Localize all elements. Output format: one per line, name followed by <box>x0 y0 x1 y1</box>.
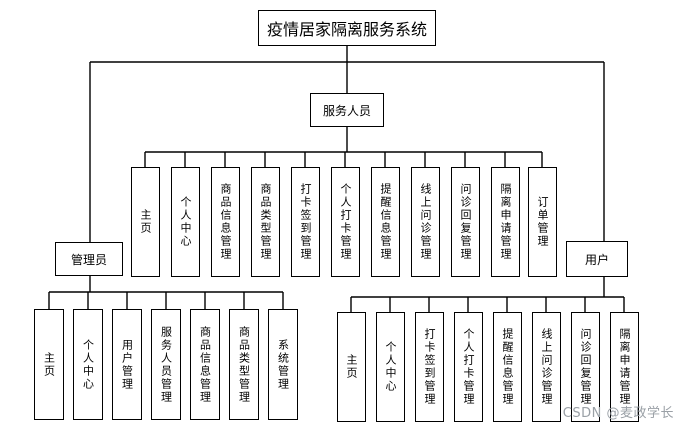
service-item-personal-checkin: 个人打卡管理 <box>331 167 360 277</box>
service-item-label: 打卡签到管理 <box>299 183 312 261</box>
admin-item-goods-type: 商品类型管理 <box>229 309 259 420</box>
service-item-label: 线上问诊管理 <box>419 183 432 261</box>
service-item-label: 主页 <box>139 209 152 235</box>
admin-label: 管理员 <box>70 252 107 267</box>
user-item-online-consult: 线上问诊管理 <box>532 312 561 422</box>
watermark: CSDN @麦政学长 <box>562 406 674 421</box>
admin-item-profile: 个人中心 <box>73 309 103 420</box>
user-item-reminder: 提醒信息管理 <box>493 312 522 422</box>
service-item-online-consult: 线上问诊管理 <box>411 167 440 277</box>
admin-node: 管理员 <box>55 242 123 276</box>
root-node: 疫情居家隔离服务系统 <box>258 10 436 46</box>
service-item-label: 个人中心 <box>179 196 192 248</box>
service-item-orders: 订单管理 <box>528 167 557 277</box>
service-item-reminder: 提醒信息管理 <box>371 167 400 277</box>
admin-item-service-staff: 服务人员管理 <box>151 309 181 420</box>
user-item-label: 主页 <box>345 354 358 380</box>
service-item-goods-type: 商品类型管理 <box>251 167 280 277</box>
service-staff-label: 服务人员 <box>322 103 371 118</box>
service-item-label: 问诊回复管理 <box>459 183 472 261</box>
admin-item-users: 用户管理 <box>112 309 142 420</box>
admin-item-goods-info: 商品信息管理 <box>190 309 220 420</box>
user-item-label: 线上问诊管理 <box>540 328 553 406</box>
user-item-label: 个人中心 <box>384 341 397 393</box>
user-item-checkin: 打卡签到管理 <box>415 312 444 422</box>
service-item-label: 隔离申请管理 <box>499 183 512 261</box>
service-item-goods-info: 商品信息管理 <box>211 167 240 277</box>
service-item-profile: 个人中心 <box>171 167 200 277</box>
user-item-home: 主页 <box>337 312 366 422</box>
service-item-label: 商品类型管理 <box>259 183 272 261</box>
service-item-home: 主页 <box>131 167 160 277</box>
admin-item-label: 用户管理 <box>120 338 134 391</box>
user-item-isolation-request: 隔离申请管理 <box>610 312 639 422</box>
user-item-label: 个人打卡管理 <box>462 328 475 406</box>
user-item-label: 问诊回复管理 <box>579 328 592 406</box>
user-item-label: 打卡签到管理 <box>423 328 436 406</box>
user-item-label: 提醒信息管理 <box>501 328 514 406</box>
user-item-consult-reply: 问诊回复管理 <box>571 312 600 422</box>
service-item-label: 订单管理 <box>536 196 549 248</box>
admin-item-system: 系统管理 <box>268 309 298 420</box>
user-item-label: 隔离申请管理 <box>618 328 631 406</box>
service-item-label: 商品信息管理 <box>219 183 232 261</box>
admin-item-label: 商品信息管理 <box>198 325 212 404</box>
service-item-label: 提醒信息管理 <box>379 183 392 261</box>
admin-item-label: 个人中心 <box>81 338 95 391</box>
admin-item-label: 服务人员管理 <box>159 325 173 404</box>
admin-item-label: 商品类型管理 <box>237 325 251 404</box>
root-label: 疫情居家隔离服务系统 <box>266 20 427 39</box>
user-item-personal-checkin: 个人打卡管理 <box>454 312 483 422</box>
service-item-consult-reply: 问诊回复管理 <box>451 167 480 277</box>
admin-item-label: 系统管理 <box>276 338 290 391</box>
service-staff-node: 服务人员 <box>310 93 384 127</box>
user-node: 用户 <box>566 241 628 277</box>
user-item-profile: 个人中心 <box>376 312 405 422</box>
service-item-label: 个人打卡管理 <box>339 183 352 261</box>
user-label: 用户 <box>584 252 609 267</box>
admin-item-home: 主页 <box>34 309 64 420</box>
admin-item-label: 主页 <box>42 351 56 378</box>
service-item-isolation-request: 隔离申请管理 <box>491 167 520 277</box>
service-item-checkin: 打卡签到管理 <box>291 167 320 277</box>
